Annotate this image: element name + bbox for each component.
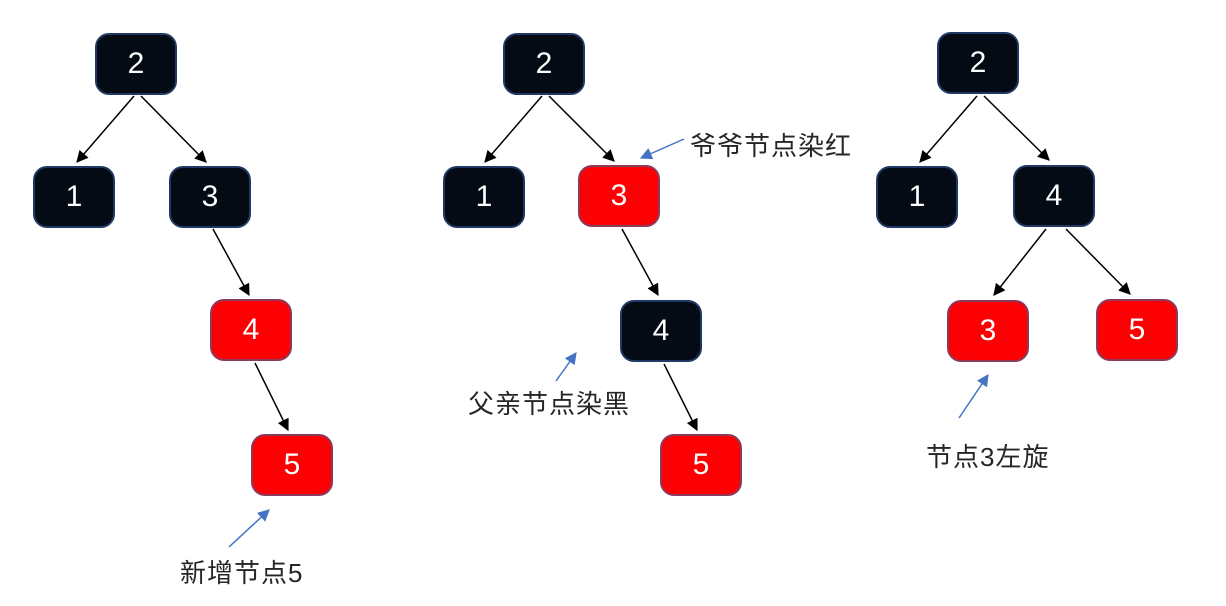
tree1-node-2: 2 — [95, 33, 177, 95]
annotation-arrow-parent-icon — [555, 352, 577, 382]
tree2-edge-4-5-arrow — [663, 363, 698, 432]
tree3-edge-2-4-arrow — [983, 95, 1050, 161]
annotation-node3-left-rotate: 节点3左旋 — [926, 442, 1050, 472]
annotation-arrow-insert-icon — [228, 509, 270, 548]
tree3-node-4: 4 — [1013, 165, 1095, 227]
tree1-edge-2-3-arrow — [140, 95, 207, 163]
tree3-edge-4-5-arrow — [1065, 228, 1131, 295]
annotation-grandparent-red: 爷爷节点染红 — [690, 131, 853, 161]
tree2-node-5: 5 — [660, 434, 742, 496]
tree2-node-2: 2 — [503, 33, 585, 95]
tree3-edge-4-3-arrow — [993, 228, 1047, 296]
tree2-node-1: 1 — [443, 166, 525, 228]
tree2-edge-3-4-arrow — [621, 228, 659, 297]
tree1-edge-3-4-arrow — [212, 228, 250, 297]
annotation-arrow-grandparent-icon — [639, 138, 685, 160]
tree2-node-3: 3 — [578, 165, 660, 227]
tree2-edge-2-1-arrow — [484, 95, 543, 163]
tree1-node-4: 4 — [210, 299, 292, 361]
annotation-arrow-rotate-icon — [958, 374, 989, 419]
annotation-parent-black: 父亲节点染黑 — [468, 389, 631, 419]
tree2-node-4: 4 — [620, 300, 702, 362]
tree3-node-3: 3 — [947, 300, 1029, 362]
tree1-edge-2-1-arrow — [76, 95, 135, 163]
annotation-insert-node5: 新增节点5 — [180, 558, 304, 588]
tree3-node-2: 2 — [937, 32, 1019, 94]
tree1-node-5: 5 — [251, 434, 333, 496]
tree1-node-3: 3 — [169, 166, 251, 228]
tree1-node-1: 1 — [33, 166, 115, 228]
tree3-node-1: 1 — [876, 166, 958, 228]
tree3-edge-2-1-arrow — [919, 95, 978, 163]
tree2-edge-2-3-arrow — [548, 95, 615, 162]
tree1-edge-4-5-arrow — [254, 362, 289, 432]
tree3-node-5: 5 — [1096, 299, 1178, 361]
